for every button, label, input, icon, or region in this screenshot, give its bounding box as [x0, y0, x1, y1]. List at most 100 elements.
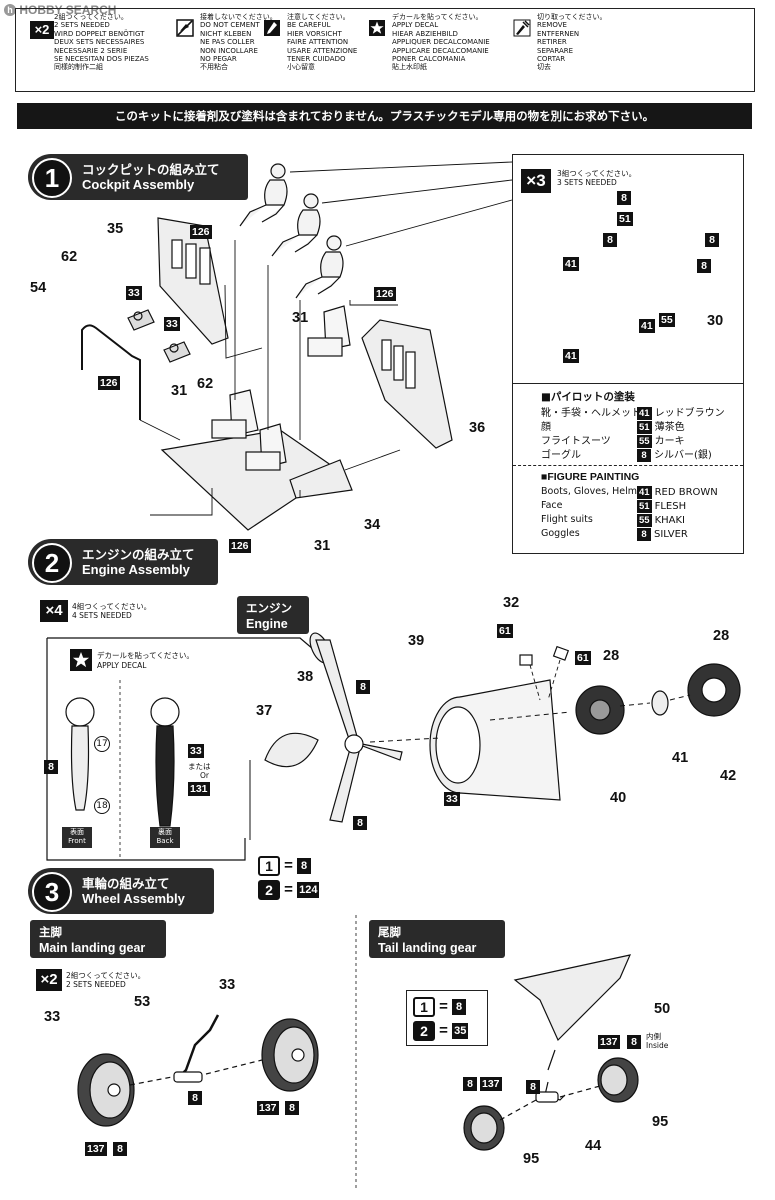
callout-left: 8	[603, 233, 617, 247]
color-code: 137	[257, 1101, 279, 1115]
painting-jp-title: ■パイロットの塗装	[541, 391, 635, 403]
part-38: 38	[297, 669, 314, 685]
notice-banner: このキットに接着剤及び塗料は含まれておりません。プラスチックモデル専用の物を別に…	[17, 103, 752, 129]
color-code: 8	[356, 680, 370, 694]
callout-boot: 41	[639, 319, 655, 333]
propeller	[309, 632, 403, 823]
pilot-figure-2	[271, 193, 321, 257]
part-37: 37	[256, 703, 273, 719]
part-41: 41	[672, 750, 689, 766]
figure-painting-inset: ×3 3組つくってください。 3 SETS NEEDED 8 51 8 8 41…	[512, 154, 744, 554]
decal-18: 18	[94, 798, 110, 814]
tail-color-variants: 1 = 8 2 = 35	[406, 990, 488, 1046]
color-code: 33	[444, 792, 460, 806]
part-36: 36	[469, 420, 486, 436]
engine-rear	[687, 663, 741, 717]
color-code: 131	[188, 782, 210, 796]
main-wheel-right	[261, 1018, 319, 1092]
color-code: 8	[526, 1080, 540, 1094]
part-95: 95	[652, 1114, 669, 1130]
color-code: 33	[164, 317, 180, 331]
part-62-b: 62	[197, 376, 214, 392]
main-gear-tag: 主脚 Main landing gear	[30, 920, 166, 958]
color-code: 8	[188, 1091, 202, 1105]
x4-badge-icon: ×4	[40, 600, 68, 622]
part-40: 40	[610, 790, 627, 806]
part-33: 33	[219, 977, 236, 993]
callout-suit: 55	[659, 313, 675, 327]
part-31-b: 31	[171, 383, 188, 399]
pilot-figure-1	[239, 163, 288, 227]
color-code: 33	[188, 744, 204, 758]
color-code: 8	[113, 1142, 127, 1156]
color-code: 61	[497, 624, 513, 638]
part-33-b: 33	[44, 1009, 61, 1025]
color-code: 8	[44, 760, 58, 774]
color-code: 126	[374, 287, 396, 301]
color-code: 33	[126, 286, 142, 300]
engine-cylinders	[575, 685, 625, 735]
remove-icon	[513, 19, 531, 37]
part-35: 35	[107, 221, 124, 237]
part-44: 44	[585, 1138, 602, 1154]
callout-glove: 41	[563, 257, 579, 271]
color-code: 61	[575, 651, 591, 665]
color-code: 8	[285, 1101, 299, 1115]
prop-color-variant-1: 1 = 8	[258, 856, 312, 876]
painting-en-title: ■FIGURE PAINTING	[541, 471, 640, 483]
divider	[513, 383, 743, 384]
decal-17: 17	[94, 736, 110, 752]
part-32: 32	[503, 595, 520, 611]
callout-goggles: 8	[617, 191, 631, 205]
part-30: 30	[707, 313, 724, 329]
part-39: 39	[408, 633, 425, 649]
x3-badge-icon: ×3	[521, 169, 551, 193]
color-code: 8	[627, 1035, 641, 1049]
part-53: 53	[134, 994, 151, 1010]
part-31: 31	[292, 310, 309, 326]
tail-gear-tag: 尾脚 Tail landing gear	[369, 920, 505, 958]
no-cement-icon	[176, 19, 194, 37]
symbol-legend: ×2 2組つくってください。 2 SETS NEEDED WIRD DOPPEL…	[15, 8, 755, 92]
part-62: 62	[61, 249, 78, 265]
prop-color-variant-2: 2 = 124	[258, 880, 320, 900]
x2-badge-icon: ×2	[36, 969, 62, 991]
step-number: 3	[32, 872, 72, 912]
color-code: 137	[598, 1035, 620, 1049]
part-54: 54	[30, 280, 47, 296]
divider-dashed	[513, 465, 743, 466]
decal-star-icon	[368, 19, 386, 37]
color-code: 8	[463, 1077, 477, 1091]
part-50: 50	[654, 1001, 671, 1017]
engine-tag: エンジン Engine	[237, 596, 309, 634]
step-number: 1	[32, 158, 72, 198]
callout-face: 51	[617, 212, 633, 226]
main-wheel-left	[77, 1053, 135, 1127]
color-code: 137	[85, 1142, 107, 1156]
step-2-header: 2 エンジンの組み立て Engine Assembly	[28, 539, 218, 585]
callout-right: 8	[705, 233, 719, 247]
part-28-b: 28	[713, 628, 730, 644]
decal-star-icon	[70, 649, 92, 671]
callout-belt: 8	[697, 259, 711, 273]
part-95-b: 95	[523, 1151, 540, 1167]
hobby-search-logo: h HOBBY SEARCH	[4, 2, 116, 17]
part-34: 34	[364, 517, 381, 533]
pilot-figure-3	[295, 235, 344, 299]
careful-icon	[263, 19, 281, 37]
x2-badge-icon: ×2	[30, 21, 54, 39]
step-1-header: 1 コックピットの組み立て Cockpit Assembly	[28, 154, 248, 200]
color-code: 126	[229, 539, 251, 553]
step-3-header: 3 車輪の組み立て Wheel Assembly	[28, 868, 214, 914]
step-number: 2	[32, 543, 72, 583]
part-28: 28	[603, 648, 620, 664]
part-31-c: 31	[314, 538, 331, 554]
color-code: 126	[98, 376, 120, 390]
color-code: 126	[190, 225, 212, 239]
color-code: 137	[480, 1077, 502, 1091]
callout-boot-b: 41	[563, 349, 579, 363]
color-code: 8	[353, 816, 367, 830]
part-42: 42	[720, 768, 737, 784]
